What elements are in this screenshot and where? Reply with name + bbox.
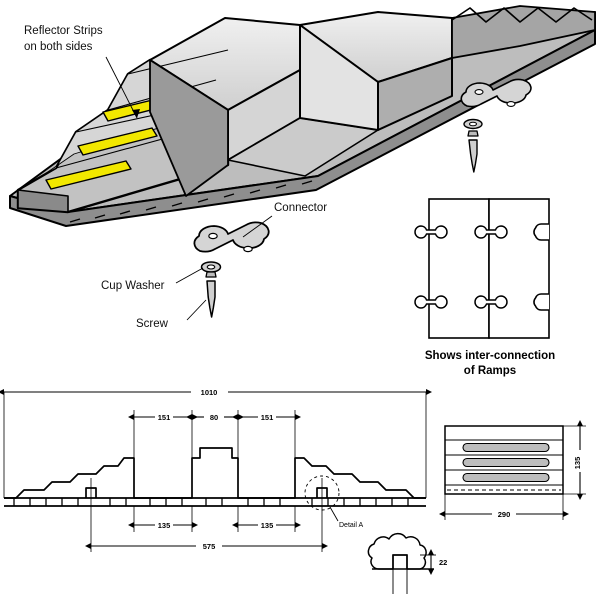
screw-shank bbox=[206, 280, 216, 318]
dim-1010-label: 1010 bbox=[201, 388, 218, 397]
profile-dimension-drawings: 1010 151 80 151 bbox=[0, 388, 586, 594]
reflector-strip-3 bbox=[45, 160, 132, 190]
interconnect-slot-3 bbox=[414, 295, 448, 309]
ramp-base-notches bbox=[69, 180, 313, 223]
connector-body bbox=[193, 221, 270, 253]
connector-leader bbox=[242, 215, 273, 238]
dimension-overall-length: 1010 bbox=[0, 388, 432, 498]
connector-hole-2 bbox=[243, 245, 253, 253]
profile-outline bbox=[4, 447, 426, 499]
callout-reflector-strips: Reflector Strips on both sides bbox=[24, 25, 140, 119]
detail-a-blob-outline bbox=[367, 532, 427, 570]
ramp-step-side bbox=[17, 189, 69, 213]
reflector-leader-line bbox=[105, 56, 138, 119]
interconnect-slots bbox=[414, 225, 508, 309]
ramp-shoulder-wedge bbox=[149, 59, 229, 197]
dimension-detail-a-height: 22 bbox=[428, 549, 447, 575]
screw-leader bbox=[186, 299, 207, 321]
detail-a-leader bbox=[329, 506, 339, 522]
screw-head-right bbox=[467, 130, 479, 137]
dim-135-right-label: 135 bbox=[261, 521, 274, 530]
dim-80-label: 80 bbox=[210, 413, 218, 422]
cup-washer-part-right bbox=[463, 118, 483, 130]
dimension-end-width: 290 bbox=[439, 494, 569, 520]
screw-shank-right bbox=[468, 139, 478, 173]
ramp-wall-block-b-front bbox=[377, 57, 453, 131]
cup-washer-label: Cup Washer bbox=[101, 280, 165, 292]
interconnection-diagram: Shows inter-connection of Ramps bbox=[414, 198, 555, 377]
dimension-upper-row: 151 80 151 bbox=[128, 410, 301, 460]
interconnection-caption-line2: of Ramps bbox=[464, 365, 516, 377]
detail-a-circle bbox=[304, 475, 340, 511]
detail-a-label: Detail A bbox=[339, 522, 363, 529]
reflector-callout-line1: Reflector Strips bbox=[24, 25, 103, 37]
interconnect-panel-left bbox=[428, 198, 490, 339]
interconnect-half-slot-2 bbox=[533, 293, 549, 311]
end-view-reflector-bar-3 bbox=[462, 472, 550, 483]
connector-label: Connector bbox=[274, 202, 327, 214]
cup-washer-hole-right bbox=[469, 121, 477, 127]
detail-a-lug bbox=[392, 554, 408, 569]
reflector-strip-2 bbox=[77, 127, 158, 156]
reflector-leader-arrow bbox=[132, 109, 140, 118]
fastener-assembly-labeled: Connector Cup Washer Screw bbox=[101, 202, 327, 330]
ramp-sawtooth-teeth bbox=[451, 7, 593, 23]
dim-151-left-label: 151 bbox=[158, 413, 171, 422]
screw-label: Screw bbox=[136, 318, 169, 330]
dim-135-left-label: 135 bbox=[158, 521, 171, 530]
reflector-callout-line2: on both sides bbox=[24, 41, 93, 53]
tread-line-4 bbox=[127, 49, 229, 75]
connector-body-right bbox=[460, 78, 532, 108]
interconnect-slot-4 bbox=[474, 295, 508, 309]
dimension-inner-span: 575 bbox=[85, 478, 328, 552]
detail-a-callout: Detail A bbox=[304, 475, 363, 529]
connector-hole-right-1 bbox=[474, 89, 484, 95]
cup-washer-leader bbox=[175, 267, 204, 284]
screw-part-right bbox=[467, 130, 479, 173]
interconnect-slot-1 bbox=[414, 225, 448, 239]
dim-290-label: 290 bbox=[498, 510, 511, 519]
interconnection-caption-line1: Shows inter-connection bbox=[425, 350, 555, 362]
cup-washer-part bbox=[200, 261, 222, 273]
end-view-drawing: 290 135 bbox=[439, 420, 586, 520]
ramp-base-edge bbox=[9, 29, 596, 227]
isometric-ramp-view: Reflector Strips on both sides bbox=[9, 5, 596, 377]
ramp-cross-section-profile bbox=[4, 447, 426, 507]
interconnect-slot-2 bbox=[474, 225, 508, 239]
cup-washer-hole bbox=[206, 264, 216, 270]
end-view-reflector-bars bbox=[462, 442, 550, 483]
fastener-assembly-right bbox=[460, 78, 532, 173]
reflector-strip-group bbox=[45, 94, 179, 190]
connector-hole-1 bbox=[208, 232, 218, 240]
connector-hole-right-2 bbox=[506, 101, 516, 107]
dimension-lower-row: 135 135 bbox=[128, 506, 301, 532]
screw-head bbox=[205, 271, 217, 278]
connector-part-right bbox=[460, 78, 532, 108]
dimension-end-height: 135 bbox=[563, 420, 586, 500]
interconnect-panel-right bbox=[488, 198, 550, 339]
detail-a-enlarged-view: 22 bbox=[367, 532, 447, 594]
interconnect-half-slot-1 bbox=[533, 223, 549, 241]
dim-151-right-label: 151 bbox=[261, 413, 274, 422]
dim-135-vertical-label: 135 bbox=[573, 457, 582, 470]
interconnect-half-slots bbox=[533, 223, 549, 311]
dim-575-label: 575 bbox=[203, 542, 216, 551]
end-view-reflector-bar-2 bbox=[462, 457, 550, 468]
screw-part bbox=[205, 271, 217, 318]
end-view-reflector-bar-1 bbox=[462, 442, 550, 453]
connector-part bbox=[193, 221, 270, 253]
profile-base-teeth bbox=[13, 498, 409, 506]
ramp-body-main bbox=[9, 5, 596, 227]
dim-22-label: 22 bbox=[439, 558, 447, 567]
